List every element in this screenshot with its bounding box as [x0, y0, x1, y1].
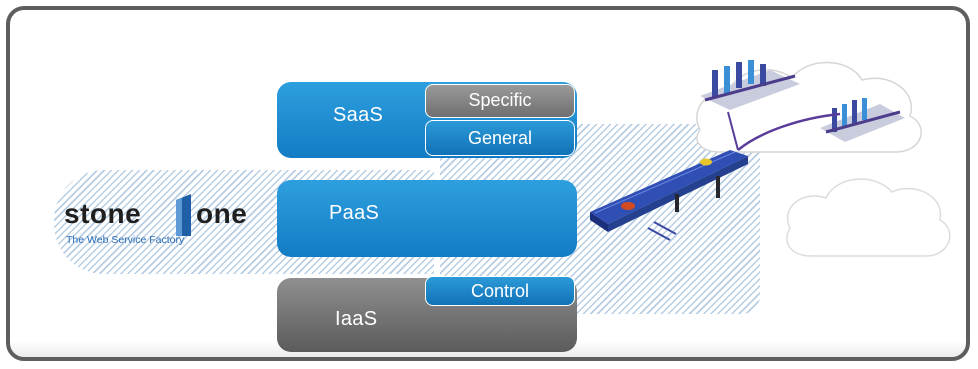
general-tab: General: [425, 120, 575, 156]
logo-tagline: The Web Service Factory: [66, 234, 185, 246]
paas-label: PaaS: [329, 202, 380, 224]
specific-tab: Specific: [425, 84, 575, 118]
stoneone-logo: stone one The Web Service Factory: [64, 194, 264, 256]
saas-label: SaaS: [333, 104, 384, 126]
logo-word-one: one: [196, 198, 248, 229]
paas-layer: PaaS: [277, 180, 577, 257]
control-tab: Control: [425, 276, 575, 306]
logo-word-stone: stone: [64, 198, 142, 229]
logo-mark-icon: [176, 194, 191, 236]
iaas-label: IaaS: [335, 308, 378, 330]
